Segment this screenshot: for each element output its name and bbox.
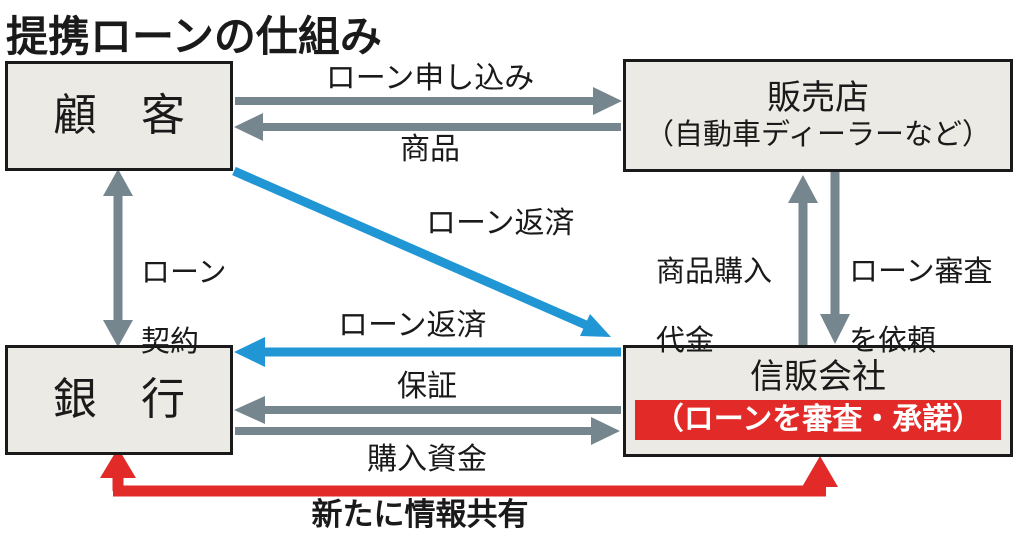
loan-screening-request-arrow-head bbox=[820, 314, 850, 344]
product-arrow bbox=[234, 113, 621, 141]
loan-contract-label: ローン 契約 bbox=[141, 221, 227, 360]
product-label: 商品 bbox=[400, 133, 460, 166]
loan-contract-arrow-head-down bbox=[103, 320, 133, 347]
loan-repayment-horizontal-arrow-head bbox=[234, 337, 265, 367]
purchase-funds-label: 購入資金 bbox=[367, 443, 487, 476]
loan-application-arrow bbox=[235, 87, 622, 115]
info-sharing-arrow-right-head bbox=[802, 456, 838, 487]
loan-repayment-horizontal-arrow bbox=[234, 337, 621, 367]
product-purchase-payment-arrow-head bbox=[788, 175, 818, 203]
customer-node: 顧 客 bbox=[5, 61, 233, 171]
guarantee-arrow bbox=[234, 396, 621, 424]
info-sharing-arrow bbox=[100, 448, 838, 497]
guarantee-label: 保証 bbox=[397, 370, 457, 403]
loan-screening-request-label-line1: ローン審査 bbox=[849, 255, 993, 288]
loan-screening-request-label: ローン審査 を依頼 bbox=[849, 220, 993, 359]
loan-repayment-upper-label: ローン返済 bbox=[426, 207, 575, 240]
product-purchase-payment-label: 商品購入 代金 bbox=[656, 220, 772, 359]
loan-contract-arrow bbox=[103, 169, 133, 347]
dealer-node-subtitle: （自動車ディーラーなど） bbox=[645, 118, 991, 151]
guarantee-arrow-head bbox=[234, 396, 265, 424]
info-sharing-arrow-left-head bbox=[100, 448, 136, 478]
loan-contract-arrow-head-up bbox=[103, 169, 133, 196]
loan-repayment-diagonal-arrow bbox=[232, 166, 611, 337]
loan-application-arrow-head bbox=[593, 87, 622, 115]
dealer-node: 販売店 （自動車ディーラーなど） bbox=[623, 59, 1013, 172]
bank-node-label: 銀 行 bbox=[53, 375, 185, 424]
customer-node-label: 顧 客 bbox=[53, 91, 185, 140]
bank-node: 銀 行 bbox=[5, 345, 233, 455]
diagram-title: 提携ローンの仕組み bbox=[6, 13, 382, 60]
product-arrow-head bbox=[234, 113, 263, 141]
credit-company-node: 信販会社 （ローンを審査・承諾） bbox=[623, 345, 1013, 457]
credit-company-node-label: 信販会社 bbox=[750, 357, 886, 396]
loan-contract-label-line1: ローン bbox=[141, 256, 227, 289]
loan-repayment-diagonal-arrow-head bbox=[580, 314, 611, 337]
purchase-funds-arrow bbox=[235, 417, 620, 445]
loan-repayment-lower-label: ローン返済 bbox=[338, 309, 487, 342]
purchase-funds-arrow-head bbox=[591, 417, 620, 445]
loan-contract-label-line2: 契約 bbox=[141, 326, 200, 359]
info-sharing-label: 新たに情報共有 bbox=[311, 497, 529, 532]
dealer-node-label: 販売店 bbox=[767, 78, 869, 117]
loan-screening-request-arrow bbox=[820, 172, 850, 344]
loan-screening-request-label-line2: を依頼 bbox=[849, 325, 937, 358]
credit-company-approval-badge: （ローンを審査・承諾） bbox=[635, 399, 1001, 441]
loan-repayment-diagonal-arrow-shaft bbox=[232, 166, 588, 330]
product-purchase-payment-label-line1: 商品購入 bbox=[656, 255, 773, 288]
loan-application-label: ローン申し込み bbox=[325, 62, 535, 95]
product-purchase-payment-label-line2: 代金 bbox=[656, 325, 715, 358]
product-purchase-payment-arrow bbox=[788, 175, 818, 345]
